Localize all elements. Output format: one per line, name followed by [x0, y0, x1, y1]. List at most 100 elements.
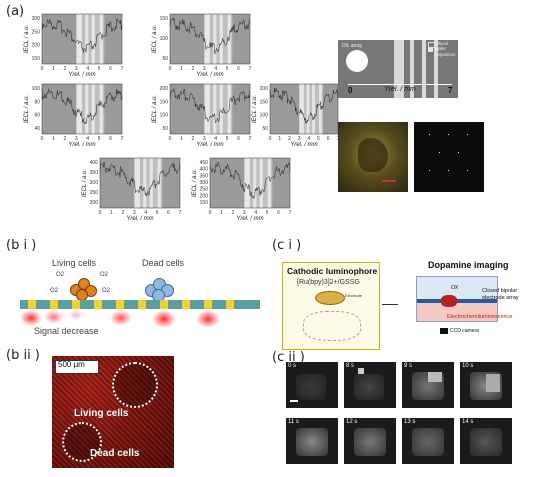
- dead-cell-cluster: [145, 278, 174, 302]
- x-tick-label: 0: [269, 136, 272, 142]
- array-schematic: DiL array Silicon wafer Cr deposition 0 …: [338, 40, 458, 98]
- x-tick-label: 4: [86, 66, 89, 72]
- cr-band: [219, 14, 223, 64]
- y-tick-label: 100: [32, 86, 41, 92]
- ecl-glow: [196, 310, 220, 328]
- frame-13: 13 s: [402, 418, 454, 464]
- panel-label-a: (a): [6, 4, 25, 19]
- plot-frame: [169, 83, 251, 135]
- x-tick-label: 5: [266, 210, 269, 216]
- y-axis-label: IECL / a.u.: [82, 169, 88, 197]
- cr-band: [149, 158, 153, 208]
- ecl-trace: [41, 88, 123, 124]
- cathodic-title: Cathodic luminophore: [287, 266, 378, 276]
- x-tick-label: 2: [121, 210, 124, 216]
- plot-band: [232, 14, 250, 64]
- x-tick-label: 1: [278, 136, 281, 142]
- x-tick-label: 1: [52, 136, 55, 142]
- y-tick-label: 200: [200, 193, 209, 199]
- x-tick-label: 1: [180, 66, 183, 72]
- cr-band: [85, 84, 89, 134]
- y-tick-label: 100: [260, 113, 269, 119]
- x-tick-label: 2: [63, 66, 66, 72]
- axis-end: 7: [448, 86, 453, 95]
- electrode-label: Electrode: [345, 293, 362, 298]
- living-cells-label: Living cells: [52, 258, 97, 268]
- y-tick-label: 50: [162, 126, 168, 132]
- cr-band: [213, 84, 217, 134]
- y-axis-label: IECL / a.u.: [192, 169, 198, 197]
- y-tick-label: 400: [200, 167, 209, 173]
- dil-array-icon: [346, 50, 368, 72]
- x-tick-label: 6: [277, 210, 280, 216]
- x-tick-label: 0: [169, 136, 172, 142]
- cr-band: [219, 84, 223, 134]
- x-tick-label: 1: [220, 210, 223, 216]
- dead-cells-circle: [62, 422, 102, 462]
- y-tick-label: 400: [90, 160, 99, 166]
- frame-time: 14 s: [462, 419, 474, 425]
- x-tick-label: 0: [209, 210, 212, 216]
- cr-band: [244, 158, 250, 208]
- plot-frame: [41, 13, 123, 65]
- legend-swatch-dark: [428, 42, 435, 48]
- axis-label: Yrel. / mm: [384, 86, 416, 93]
- scale-box: [55, 360, 99, 374]
- frame-time: 8 s: [346, 363, 355, 369]
- dead-cells-label: Dead cells: [142, 258, 185, 268]
- scale-bar: [290, 400, 298, 402]
- y-axis-label: IECL / a.u.: [152, 95, 158, 123]
- y-axis-label: IECL / a.u.: [152, 25, 158, 53]
- ccd-label: CCD camera: [450, 328, 479, 334]
- x-tick-label: 2: [231, 210, 234, 216]
- cr-stripe: [394, 40, 404, 98]
- cr-band: [99, 14, 103, 64]
- x-tick-label: 5: [156, 210, 159, 216]
- panel-label-ci: (c i ): [272, 238, 302, 253]
- y-tick-label: 200: [260, 86, 269, 92]
- electrode-strip: [20, 300, 260, 309]
- frame-12: 12 s: [344, 418, 396, 464]
- x-tick-label: 0: [169, 66, 172, 72]
- y-tick-label: 80: [34, 99, 40, 105]
- frame-time: 11 s: [288, 419, 299, 425]
- closed-label: Closed bipolar: [482, 288, 518, 294]
- x-axis-label: Yrel. / mm: [68, 142, 95, 148]
- micrograph-brightfield: [338, 122, 408, 192]
- scale-bar: [382, 180, 396, 182]
- cr-band: [76, 84, 82, 134]
- plot-frame: [209, 157, 291, 209]
- y-tick-label: 150: [200, 200, 209, 206]
- ox-label: OX: [451, 285, 459, 291]
- x-tick-label: 7: [249, 136, 252, 142]
- living-cells-circle: [112, 362, 158, 408]
- y-tick-label: 150: [32, 56, 41, 62]
- plot-band: [104, 84, 122, 134]
- x-tick-label: 1: [52, 66, 55, 72]
- x-tick-label: 5: [226, 66, 229, 72]
- plot-frame: [169, 13, 251, 65]
- ecl-trace: [269, 88, 339, 124]
- x-tick-label: 4: [254, 210, 257, 216]
- axis-arrow: [348, 84, 452, 85]
- plot-band: [170, 14, 205, 64]
- ecl-trace: [41, 18, 123, 53]
- y-tick-label: 150: [260, 99, 269, 105]
- y-axis-label: IECL / a.u.: [252, 95, 258, 123]
- plot-band: [170, 84, 205, 134]
- x-tick-label: 3: [203, 136, 206, 142]
- y-axis-label: IECL / a.u.: [24, 25, 30, 53]
- y-tick-label: 200: [160, 86, 169, 92]
- y-tick-label: 50: [162, 56, 168, 62]
- x-tick-label: 1: [110, 210, 113, 216]
- frame-11: 11 s: [286, 418, 338, 464]
- y-tick-label: 250: [32, 29, 41, 35]
- plot-band: [162, 158, 180, 208]
- legend-swatch-light: [428, 48, 433, 52]
- frame-time: 10 s: [462, 363, 474, 369]
- x-tick-label: 6: [237, 136, 240, 142]
